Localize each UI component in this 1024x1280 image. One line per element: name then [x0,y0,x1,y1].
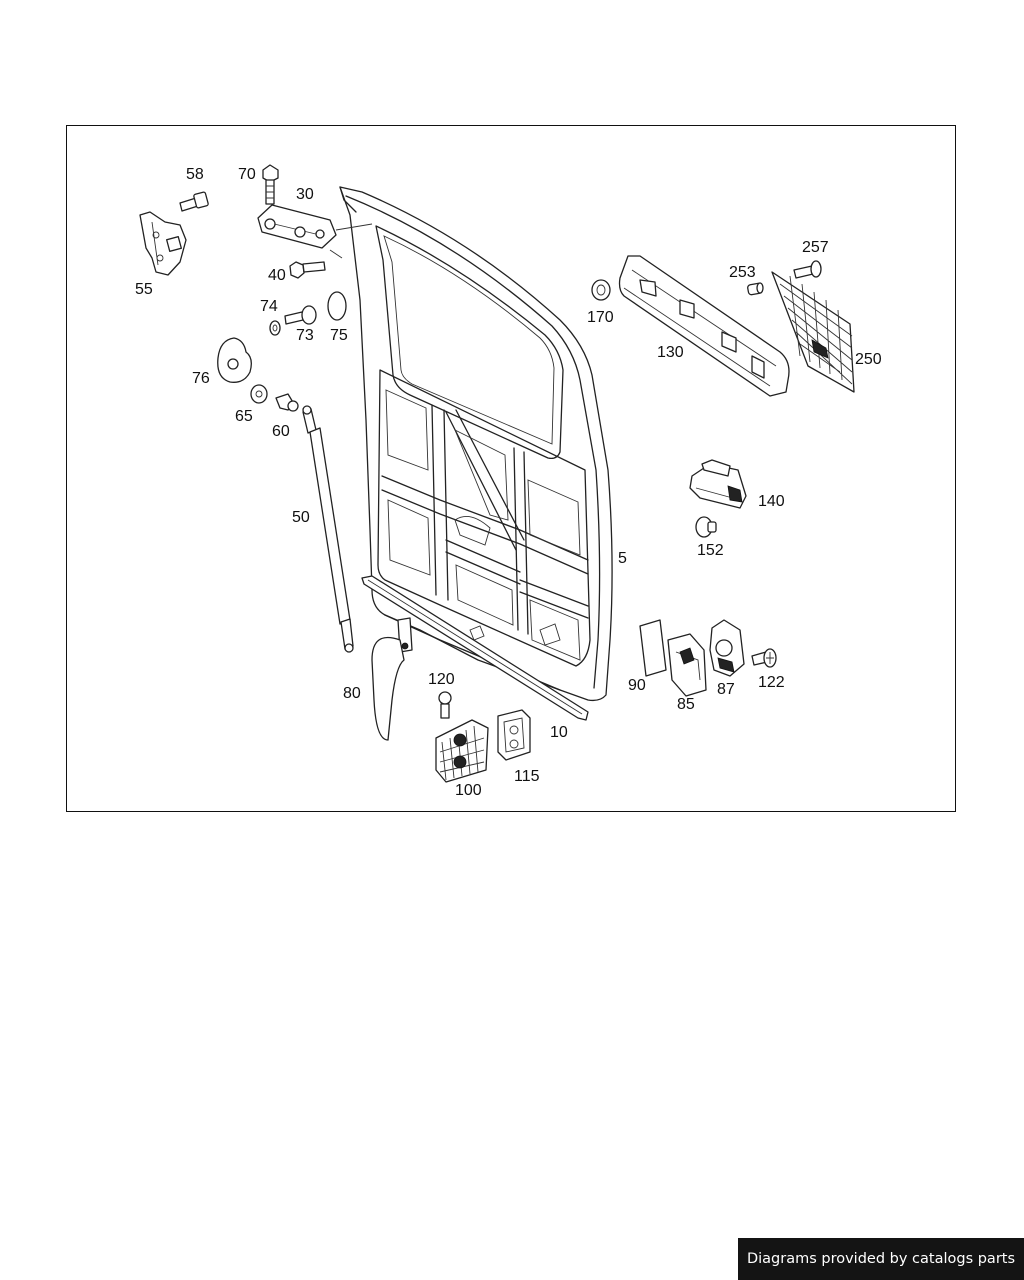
part-label-120[interactable]: 120 [428,671,455,688]
plate-76[interactable] [217,337,252,383]
part-label-58[interactable]: 58 [186,166,204,183]
part-label-90[interactable]: 90 [628,677,646,694]
bolt-70[interactable] [262,164,279,205]
ring-75[interactable] [327,291,347,321]
latch-100[interactable] [435,719,489,783]
bolt-120[interactable] [438,691,452,719]
lock-87[interactable] [709,619,745,677]
part-label-122[interactable]: 122 [758,674,785,691]
part-label-74[interactable]: 74 [260,298,278,315]
part-label-30[interactable]: 30 [296,186,314,203]
handle-trim-130[interactable] [618,255,790,397]
pull-strap-80[interactable] [371,617,413,741]
gas-strut-50[interactable] [302,405,354,653]
bulb-152[interactable] [695,516,717,538]
part-label-10[interactable]: 10 [550,724,568,741]
part-label-170[interactable]: 170 [587,309,614,326]
hinge-30[interactable] [257,204,373,259]
grommet-170[interactable] [591,279,611,301]
part-label-76[interactable]: 76 [192,370,210,387]
part-label-250[interactable]: 250 [855,351,882,368]
part-label-87[interactable]: 87 [717,681,735,698]
rear-door-shell[interactable] [339,186,613,702]
part-label-140[interactable]: 140 [758,493,785,510]
part-label-65[interactable]: 65 [235,408,253,425]
washer-65[interactable] [250,384,268,404]
credit-badge: Diagrams provided by catalogs parts [738,1238,1024,1280]
part-label-50[interactable]: 50 [292,509,310,526]
stud-73[interactable] [284,305,317,325]
screw-253[interactable] [747,282,764,296]
washer-74[interactable] [269,320,281,336]
part-label-253[interactable]: 253 [729,264,756,281]
bottom-seal-strip[interactable] [361,575,589,721]
hinge-bracket-55[interactable] [139,211,187,276]
screw-257[interactable] [793,260,822,279]
credit-text: Diagrams provided by catalogs parts [746,1251,1016,1267]
part-label-85[interactable]: 85 [677,696,695,713]
screw-122[interactable] [751,648,777,668]
lock-85[interactable] [667,633,707,697]
part-label-40[interactable]: 40 [268,267,286,284]
part-label-130[interactable]: 130 [657,344,684,361]
part-label-100[interactable]: 100 [455,782,482,799]
stud-60[interactable] [275,393,299,412]
cargo-net-250[interactable] [771,271,855,393]
part-label-73[interactable]: 73 [296,327,314,344]
part-label-55[interactable]: 55 [135,281,153,298]
handle-bracket-115[interactable] [497,709,531,761]
bolt-58[interactable] [179,191,209,212]
part-label-257[interactable]: 257 [802,239,829,256]
license-light-140[interactable] [689,459,747,509]
part-label-80[interactable]: 80 [343,685,361,702]
gasket-90[interactable] [639,619,667,677]
part-label-70[interactable]: 70 [238,166,256,183]
part-label-60[interactable]: 60 [272,423,290,440]
bolt-40[interactable] [289,261,326,279]
part-label-152[interactable]: 152 [697,542,724,559]
part-label-5[interactable]: 5 [618,550,627,567]
part-label-115[interactable]: 115 [514,768,540,785]
part-label-75[interactable]: 75 [330,327,348,344]
